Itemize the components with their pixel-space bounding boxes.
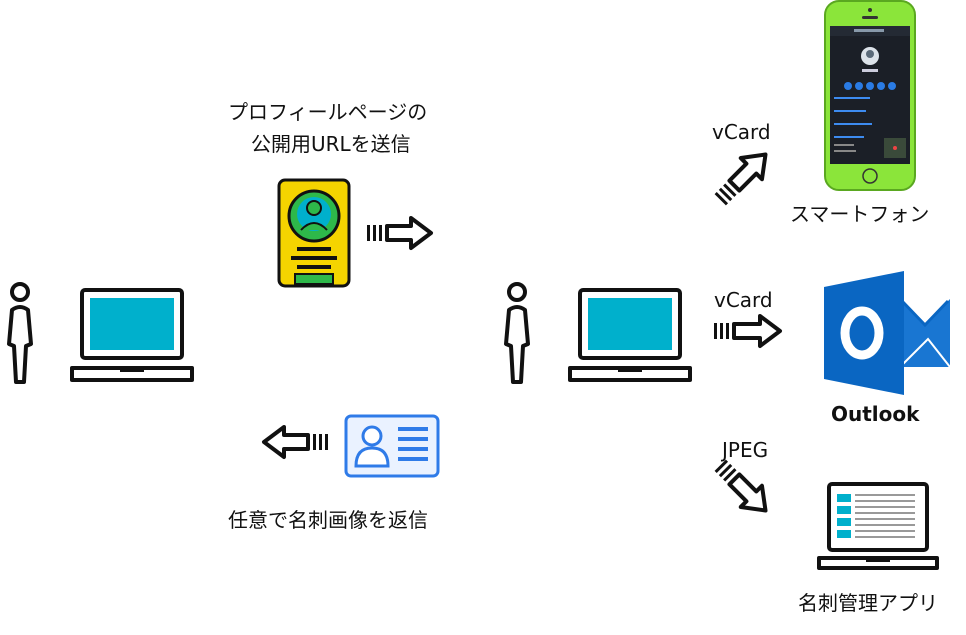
outlook-arrow-icon — [714, 314, 782, 348]
smartphone-label: スマートフォン — [790, 202, 930, 226]
send-caption-line1: プロフィールページの — [228, 100, 428, 124]
smartphone-icon — [824, 0, 916, 191]
up-right-arrow-icon — [714, 152, 768, 206]
business-card-icon — [344, 414, 440, 478]
down-right-arrow-icon — [714, 459, 768, 513]
jpeg-label: JPEG — [722, 438, 769, 462]
vcard-top-label: vCard — [712, 120, 771, 144]
send-caption-line2: 公開用URLを送信 — [251, 132, 411, 156]
send-arrow-icon — [367, 216, 433, 250]
right-laptop-icon — [568, 288, 692, 382]
card-app-label: 名刺管理アプリ — [798, 591, 938, 615]
outlook-label: Outlook — [831, 402, 920, 426]
laptop-app-icon — [817, 482, 939, 570]
id-badge-icon — [277, 178, 351, 288]
outlook-icon — [824, 271, 951, 395]
reply-caption: 任意で名刺画像を返信 — [228, 508, 428, 532]
vcard-mid-label: vCard — [714, 288, 773, 312]
left-person-icon — [7, 282, 33, 384]
reply-arrow-icon — [262, 425, 328, 459]
left-laptop-icon — [70, 288, 194, 382]
right-person-icon — [504, 282, 530, 384]
